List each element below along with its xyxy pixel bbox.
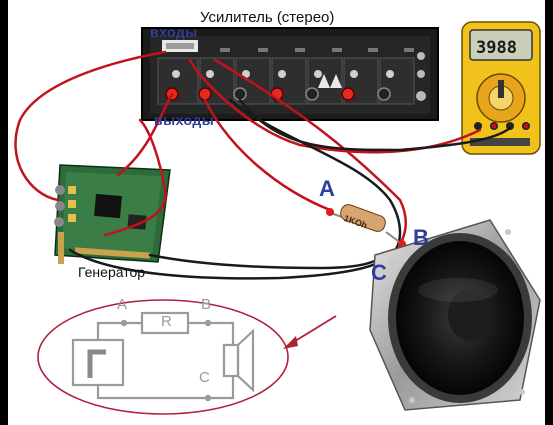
border-left bbox=[0, 0, 8, 425]
speaker bbox=[369, 219, 541, 411]
schematic-label-c: C bbox=[199, 369, 210, 386]
schematic-ellipse bbox=[37, 299, 289, 415]
schematic-node-a bbox=[120, 319, 128, 327]
inputs-label: входы bbox=[150, 24, 198, 40]
generator-card bbox=[54, 164, 171, 264]
amplifier-title: Усилитель (стерео) bbox=[200, 9, 335, 26]
pointer-arrow bbox=[283, 315, 337, 349]
border-right bbox=[545, 0, 553, 425]
multimeter-display: 3988 bbox=[476, 38, 517, 58]
schematic bbox=[71, 311, 255, 400]
generator-label: Генератор bbox=[78, 264, 146, 280]
schematic-node-b bbox=[204, 319, 212, 327]
multimeter bbox=[461, 21, 541, 155]
point-c-label: C bbox=[371, 260, 387, 285]
wires bbox=[14, 50, 512, 280]
schematic-label-b: B bbox=[201, 296, 212, 313]
amplifier bbox=[141, 27, 439, 121]
outputs-label: выходы bbox=[154, 112, 215, 128]
point-a-label: A bbox=[319, 176, 335, 201]
schematic-label-r: R bbox=[161, 313, 172, 330]
schematic-node-c bbox=[204, 394, 212, 402]
point-b-label: B bbox=[413, 225, 429, 250]
schematic-label-a: A bbox=[117, 296, 128, 313]
